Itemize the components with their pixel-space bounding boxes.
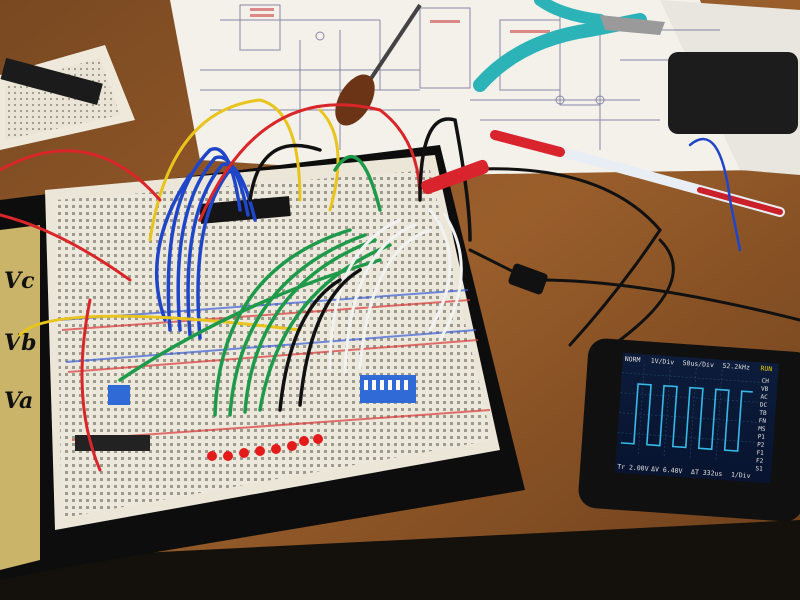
scope-footer-div: 1/Div <box>731 471 751 480</box>
led <box>271 444 281 454</box>
scope-menu-item: CH <box>761 378 769 386</box>
ic-chip <box>0 57 103 106</box>
led <box>313 434 323 444</box>
scope-menu-item: F2 <box>756 457 764 465</box>
pin-header <box>75 435 150 451</box>
scope-menu-item: MS <box>758 425 766 433</box>
ic-chip <box>199 196 291 224</box>
scope-header-volts: 1V/Div <box>650 357 674 367</box>
led <box>223 451 233 461</box>
potentiometer <box>108 385 130 405</box>
scope-menu-item: VB <box>761 386 769 394</box>
scope-header-freq: 52.2kHz <box>722 362 750 372</box>
scope-footer-time: ΔT 332us <box>691 468 723 478</box>
scope-menu-item: FN <box>759 417 767 425</box>
scope-menu-item: P1 <box>757 433 765 441</box>
scope-header-flag: RUN <box>760 364 772 373</box>
scope-footer-trigger: Tr 2.00V <box>617 463 649 473</box>
mat-label-vc: Vc <box>4 268 35 294</box>
scope-header-mode: NORM <box>625 355 641 364</box>
led <box>239 448 249 458</box>
scope-menu-item: TB <box>759 409 767 417</box>
screwdriver <box>335 3 422 126</box>
red-pen <box>490 130 785 217</box>
scope-menu-item: S1 <box>755 465 763 473</box>
led <box>255 446 265 456</box>
led <box>299 436 309 446</box>
led-row <box>207 434 323 461</box>
scope-menu-item: DC <box>760 401 768 409</box>
pliers <box>473 0 665 92</box>
small-breadboard <box>0 45 135 150</box>
mat-label-va: Va <box>4 388 33 414</box>
scope-menu-item: F1 <box>756 449 764 457</box>
test-probes <box>421 137 800 347</box>
led <box>207 451 217 461</box>
square-wave-trace <box>620 383 753 452</box>
jumper-wires <box>0 98 472 472</box>
pocket-oscilloscope: NORM 1V/Div 50us/Div 52.2kHz RUN Tr 2.00… <box>578 338 800 522</box>
scope-menu-item: AC <box>760 393 768 401</box>
scope-menu-item: P2 <box>757 441 765 449</box>
led <box>287 441 297 451</box>
black-case <box>668 52 798 134</box>
scope-header-time: 50us/Div <box>682 359 714 369</box>
scope-footer-voltage: ΔV 6.40V <box>651 465 683 475</box>
main-breadboard <box>45 155 500 530</box>
